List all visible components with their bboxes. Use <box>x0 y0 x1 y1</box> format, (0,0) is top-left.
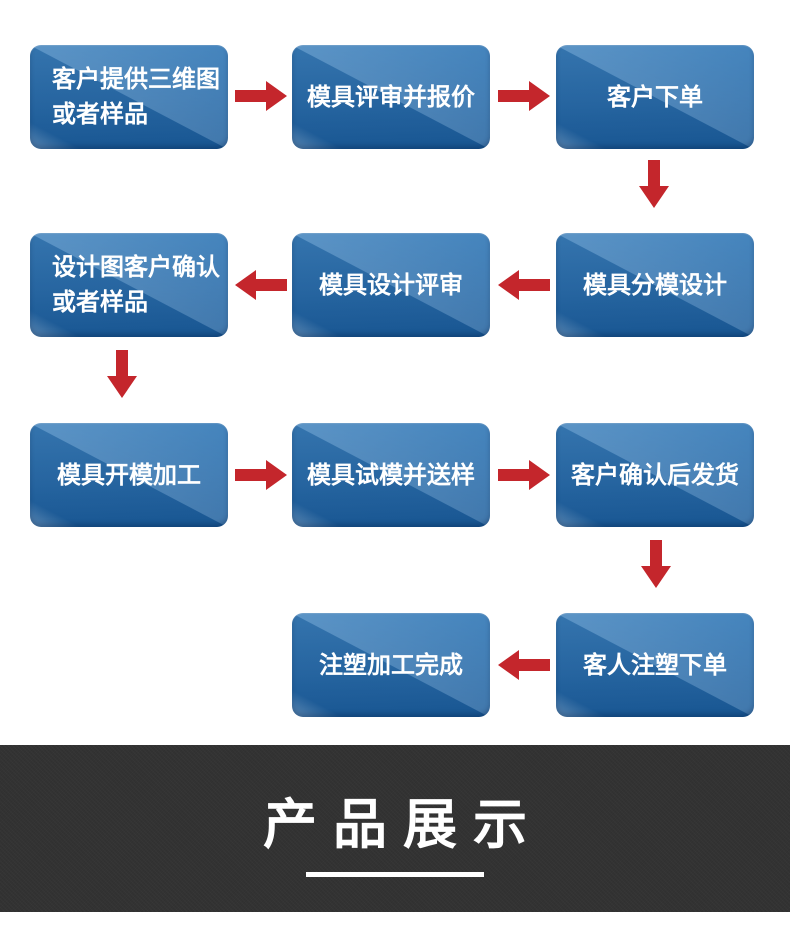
arrow-left-icon <box>498 650 550 680</box>
flow-box-mold-design-review: 模具设计评审 <box>292 233 490 337</box>
arrow-down-icon <box>639 160 669 208</box>
arrow-right-icon <box>235 460 287 490</box>
arrow-down-icon <box>107 350 137 398</box>
flow-box-label: 注塑加工完成 <box>319 651 463 679</box>
arrow-right-icon <box>498 81 550 111</box>
flow-box-mold-review-and-quote: 模具评审并报价 <box>292 45 490 149</box>
flow-box-label: 客户下单 <box>607 83 703 111</box>
product-display-banner: 产品展示 <box>0 745 790 912</box>
flow-box-label: 或者样品 <box>52 101 148 128</box>
flow-box-label: 客人注塑下单 <box>583 651 727 679</box>
flow-box-mold-trial-and-sample: 模具试模并送样 <box>292 423 490 527</box>
flow-box-label: 模具开模加工 <box>57 461 201 489</box>
flow-box-label: 客户提供三维图 <box>52 66 220 93</box>
arrow-left-icon <box>235 270 287 300</box>
flow-box-mold-parting-design: 模具分模设计 <box>556 233 754 337</box>
flow-box-design-customer-confirmation: 设计图客户确认 或者样品 <box>30 233 228 337</box>
arrow-left-icon <box>498 270 550 300</box>
flow-box-label: 设计图客户确认 <box>52 254 220 281</box>
arrow-down-icon <box>641 540 671 588</box>
flow-box-mold-machining: 模具开模加工 <box>30 423 228 527</box>
flow-box-label: 模具分模设计 <box>583 271 727 299</box>
flow-box-ship-after-confirmation: 客户确认后发货 <box>556 423 754 527</box>
banner-title: 产品展示 <box>263 795 543 855</box>
flow-box-label: 模具设计评审 <box>319 271 463 299</box>
flow-box-customer-provides-3d-drawing: 客户提供三维图 或者样品 <box>30 45 228 149</box>
flow-box-customer-places-order: 客户下单 <box>556 45 754 149</box>
flow-box-label: 客户确认后发货 <box>571 461 739 489</box>
flow-box-customer-injection-order: 客人注塑下单 <box>556 613 754 717</box>
flow-box-label: 模具试模并送样 <box>307 461 475 489</box>
flow-box-label: 模具评审并报价 <box>307 83 475 111</box>
arrow-right-icon <box>235 81 287 111</box>
banner-underline <box>306 872 484 877</box>
flow-box-label: 或者样品 <box>52 289 148 316</box>
arrow-right-icon <box>498 460 550 490</box>
flow-box-injection-molding-complete: 注塑加工完成 <box>292 613 490 717</box>
